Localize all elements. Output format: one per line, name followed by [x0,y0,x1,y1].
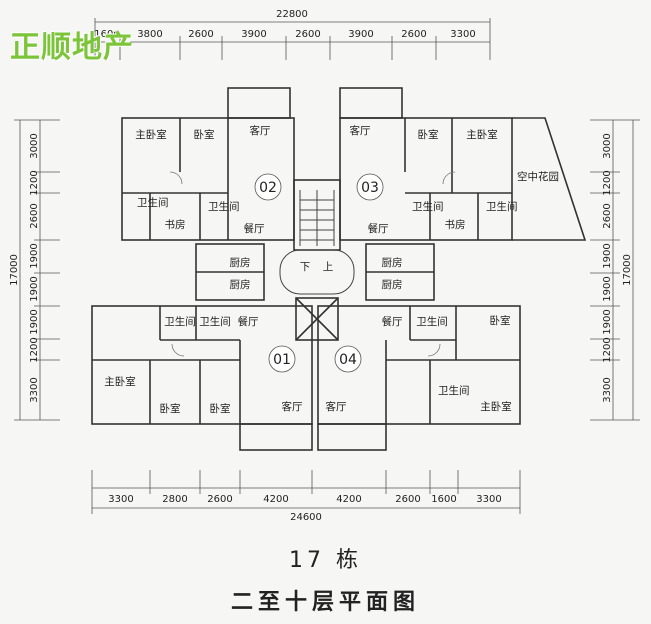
dim-left-7: 1200 [29,337,40,362]
u01-bathroom-1: 卫生间 [164,315,196,328]
u04-dining: 餐厅 [382,315,403,328]
dim-top-6: 3900 [348,29,373,40]
u03-master-bedroom: 主卧室 [466,128,498,141]
u01-master-bedroom: 主卧室 [104,375,136,388]
u03-kitchen: 厨房 [382,256,403,269]
dim-left-1: 3000 [29,133,40,158]
dim-bottom-7: 1600 [431,494,456,505]
dim-left-6: 1900 [29,309,40,334]
u04-bathroom-1: 卫生间 [416,315,448,328]
dim-bottom-3: 2600 [207,494,232,505]
dim-bottom-1: 3300 [108,494,133,505]
u02-master-bedroom: 主卧室 [135,128,167,141]
dim-top-2: 3800 [137,29,162,40]
dim-right-total: 17000 [622,254,633,286]
u03-bathroom-2: 卫生间 [486,200,518,213]
u01-bedroom-2: 卧室 [210,402,231,415]
u01-bathroom-2: 卫生间 [199,315,231,328]
u01-dining: 餐厅 [238,315,259,328]
u02-dining: 餐厅 [244,222,265,235]
u03-living-room: 客厅 [350,124,371,137]
u04-bedroom: 卧室 [490,314,511,327]
unit-label-04: 04 [339,352,357,368]
dim-top-4: 3900 [241,29,266,40]
dim-right-5: 1900 [602,276,613,301]
u02-bathroom-2: 卫生间 [208,200,240,213]
u02-bedroom: 卧室 [194,128,215,141]
u01-bedroom-1: 卧室 [160,402,181,415]
dim-right-7: 1200 [602,337,613,362]
dim-bottom-4: 4200 [263,494,288,505]
u04-kitchen: 厨房 [382,278,403,291]
u02-bathroom-1-label: 卫生间 [137,196,169,209]
dim-top-5: 2600 [295,29,320,40]
u02-bathroom-1: 卫生间 [137,196,169,209]
door-swings [169,171,456,357]
floor-plan-subtitle: 二至十层平面图 [230,590,420,615]
u04-master-bedroom: 主卧室 [480,400,512,413]
dim-top-8: 3300 [450,29,475,40]
dim-left-total: 17000 [9,254,20,286]
unit-label-01: 01 [273,352,291,368]
dim-top-total: 22800 [276,9,308,20]
dim-left-4: 1900 [29,243,40,268]
dim-left-5: 1900 [29,276,40,301]
dim-left-3: 2600 [29,203,40,228]
dimension-lines [14,18,640,514]
dim-top-7: 2600 [401,29,426,40]
unit-label-03: 03 [361,180,379,196]
dim-right-8: 3300 [602,377,613,402]
building-title: 17 栋 [289,548,362,573]
u03-dining: 餐厅 [368,222,389,235]
dim-bottom-total: 24600 [290,512,322,523]
u02-living-room: 客厅 [250,124,271,137]
unit-label-02: 02 [259,180,277,196]
u01-living-room: 客厅 [282,400,303,413]
u04-bathroom-2: 卫生间 [438,384,470,397]
stair-core [279,190,355,295]
stair-up-label: 上 [323,261,334,273]
u03-study: 书房 [445,218,466,231]
dim-right-6: 1900 [602,309,613,334]
stair-down-label: 下 [300,261,311,273]
u04-living-room: 客厅 [326,400,347,413]
brand-watermark: 正顺地产 [10,30,134,65]
u03-bathroom-1: 卫生间 [412,200,444,213]
dim-right-3: 2600 [602,203,613,228]
dim-bottom-6: 2600 [395,494,420,505]
u02-kitchen: 厨房 [230,256,251,269]
u02-study: 书房 [165,218,186,231]
unit-circles [254,173,384,373]
dim-left-8: 3300 [29,377,40,402]
u03-sky-garden: 空中花园 [517,170,559,183]
dim-top-3: 2600 [188,29,213,40]
dim-right-2: 1200 [602,170,613,195]
dim-top-1: 1600 [94,29,119,40]
dim-left-2: 1200 [29,170,40,195]
dim-bottom-5: 4200 [336,494,361,505]
dim-right-4: 1900 [602,243,613,268]
u01-kitchen: 厨房 [230,278,251,291]
dim-bottom-8: 3300 [476,494,501,505]
u03-bedroom: 卧室 [418,128,439,141]
dim-right-1: 3000 [602,133,613,158]
walls [91,87,587,451]
dim-bottom-2: 2800 [162,494,187,505]
